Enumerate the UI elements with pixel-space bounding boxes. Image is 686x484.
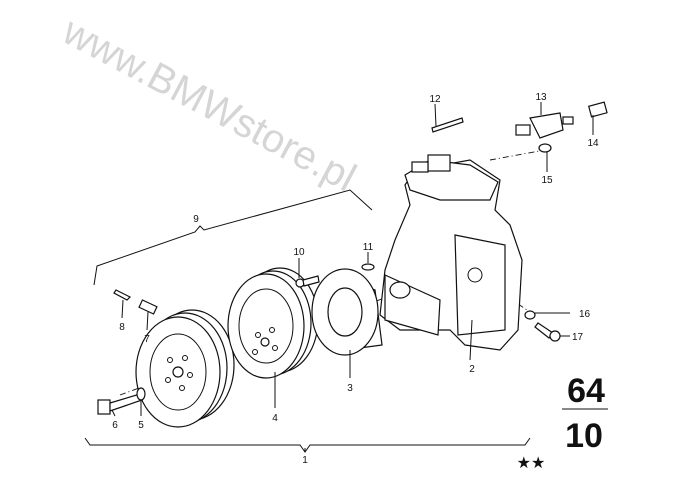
bolt-6 bbox=[97, 393, 143, 415]
page-number: 10 bbox=[565, 417, 603, 455]
label-17: 17 bbox=[572, 332, 584, 343]
key-11 bbox=[361, 263, 375, 271]
axis-line-bolt bbox=[474, 274, 531, 313]
valve-12 bbox=[431, 117, 464, 133]
label-15: 15 bbox=[541, 175, 553, 186]
service-valve-13 bbox=[515, 112, 574, 139]
axis-line-top bbox=[489, 149, 546, 161]
label-12: 12 bbox=[429, 94, 441, 105]
star-rating: ★★ bbox=[517, 455, 546, 472]
label-16: 16 bbox=[579, 309, 591, 320]
connector-7 bbox=[138, 299, 158, 315]
seal-15 bbox=[538, 143, 552, 153]
label-3: 3 bbox=[347, 383, 353, 394]
pin-8 bbox=[113, 289, 132, 301]
label-4: 4 bbox=[272, 413, 278, 424]
label-11: 11 bbox=[363, 242, 374, 253]
bolt-10 bbox=[295, 275, 320, 288]
washer-5 bbox=[136, 387, 146, 401]
plug-17 bbox=[534, 322, 561, 342]
clutch-hub-assembly bbox=[135, 309, 235, 428]
page-group: 64 bbox=[567, 372, 605, 410]
washer-16 bbox=[524, 310, 536, 320]
leader-lines bbox=[111, 102, 594, 452]
magnetic-coil bbox=[311, 268, 383, 356]
pulley bbox=[227, 267, 319, 379]
label-10: 10 bbox=[293, 247, 305, 258]
label-2: 2 bbox=[469, 364, 475, 375]
label-7: 7 bbox=[144, 334, 150, 345]
label-8: 8 bbox=[119, 322, 125, 333]
label-6: 6 bbox=[112, 420, 118, 431]
cap-14 bbox=[587, 101, 608, 118]
compressor-body bbox=[379, 154, 523, 351]
bracket-9 bbox=[93, 189, 373, 286]
label-14: 14 bbox=[587, 138, 599, 149]
watermark: www.BMWstore.pl bbox=[55, 9, 363, 201]
bracket-1 bbox=[84, 437, 531, 453]
label-1: 1 bbox=[302, 455, 308, 466]
label-9: 9 bbox=[193, 214, 199, 225]
label-5: 5 bbox=[138, 420, 144, 431]
label-13: 13 bbox=[535, 92, 547, 103]
